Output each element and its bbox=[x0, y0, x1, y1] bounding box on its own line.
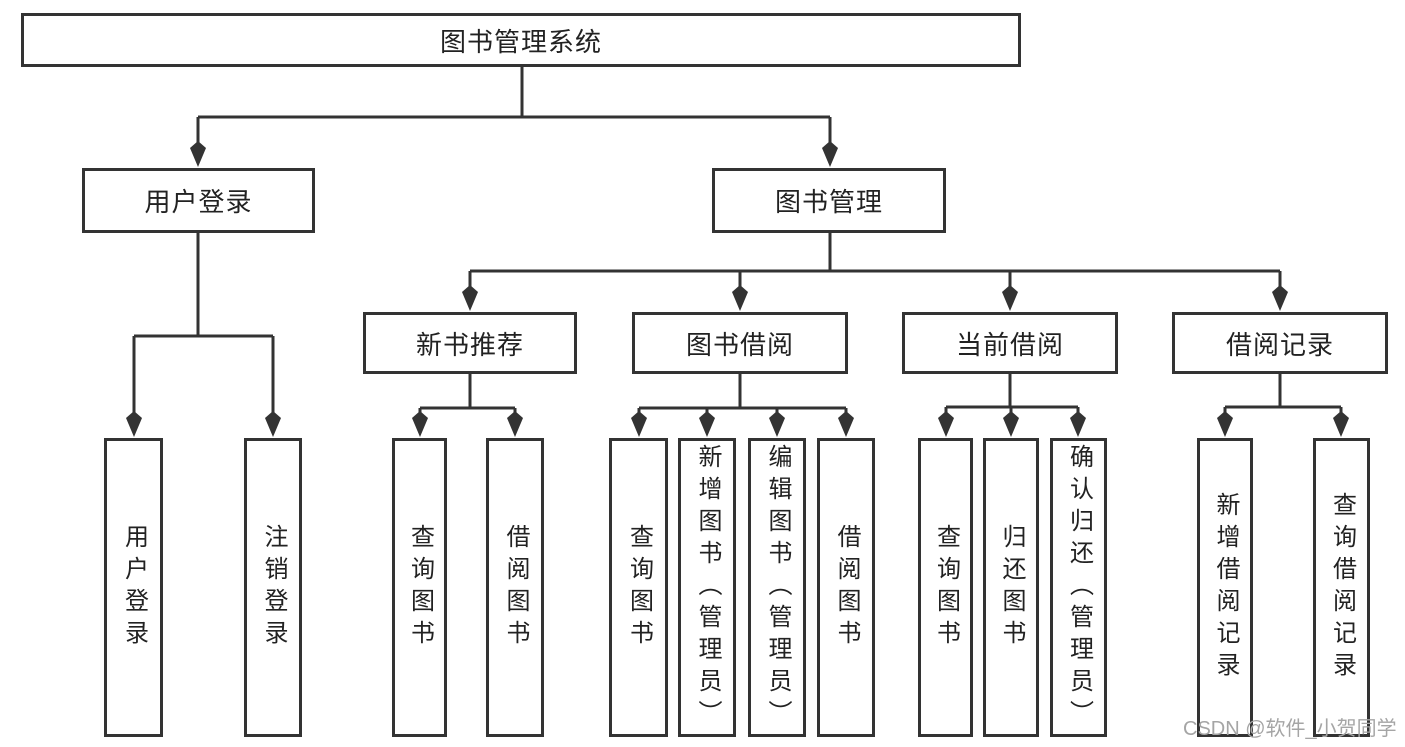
arrowhead bbox=[412, 411, 428, 437]
node-user-login-group: 用户登录 bbox=[82, 168, 315, 233]
arrowhead bbox=[1217, 411, 1233, 437]
node-add-books-admin: 新增图书（管理员） bbox=[678, 438, 736, 737]
node-book-management: 图书管理 bbox=[712, 168, 946, 233]
connector-user-login-group bbox=[132, 233, 275, 419]
arrowhead bbox=[1003, 411, 1019, 437]
node-new-book-recommendation: 新书推荐 bbox=[363, 312, 577, 374]
node-label: 新增借阅记录 bbox=[1212, 491, 1239, 684]
node-query-books-recommend: 查询图书 bbox=[392, 438, 447, 737]
arrowhead bbox=[699, 411, 715, 437]
node-return-books: 归还图书 bbox=[983, 438, 1039, 737]
node-label: 用户登录 bbox=[120, 523, 148, 652]
node-borrowing-records: 借阅记录 bbox=[1172, 312, 1388, 374]
node-query-books-current: 查询图书 bbox=[918, 438, 973, 737]
arrowhead bbox=[631, 411, 647, 437]
arrowhead bbox=[126, 411, 142, 437]
node-borrow-books-recommend: 借阅图书 bbox=[486, 438, 544, 737]
connector-root bbox=[196, 67, 832, 149]
node-book-borrowing: 图书借阅 bbox=[632, 312, 848, 374]
arrowhead bbox=[190, 141, 206, 167]
arrowhead bbox=[1002, 285, 1018, 311]
node-label: 新增图书（管理员） bbox=[694, 443, 721, 732]
connector-borrowing-records-group bbox=[1223, 374, 1343, 419]
arrowhead bbox=[1333, 411, 1349, 437]
arrowhead bbox=[462, 285, 478, 311]
arrowhead bbox=[822, 141, 838, 167]
arrowhead bbox=[769, 411, 785, 437]
arrowhead bbox=[1272, 285, 1288, 311]
node-label: 归还图书 bbox=[998, 523, 1025, 652]
node-logout-login: 注销登录 bbox=[244, 438, 302, 737]
node-label: 查询图书 bbox=[625, 523, 653, 652]
arrowhead bbox=[1070, 411, 1086, 437]
node-label: 确认归还（管理员） bbox=[1065, 443, 1093, 732]
node-borrow-books-borrowing: 借阅图书 bbox=[817, 438, 875, 737]
node-label: 查询图书 bbox=[932, 523, 960, 652]
arrowhead bbox=[732, 285, 748, 311]
node-current-borrowing: 当前借阅 bbox=[902, 312, 1118, 374]
node-edit-books-admin: 编辑图书（管理员） bbox=[748, 438, 806, 737]
arrowhead bbox=[938, 411, 954, 437]
arrowhead bbox=[265, 411, 281, 437]
node-label: 注销登录 bbox=[260, 523, 287, 652]
node-label: 借阅图书 bbox=[833, 523, 860, 652]
node-label: 编辑图书（管理员） bbox=[764, 443, 791, 732]
node-label: 查询图书 bbox=[406, 523, 434, 652]
node-label: 查询借阅记录 bbox=[1328, 491, 1356, 684]
arrowhead bbox=[838, 411, 854, 437]
connector-book-borrowing-group bbox=[637, 374, 848, 419]
node-confirm-return-admin: 确认归还（管理员） bbox=[1050, 438, 1107, 737]
node-user-login: 用户登录 bbox=[104, 438, 163, 737]
node-query-books-borrowing: 查询图书 bbox=[609, 438, 668, 737]
connector-book-management-group bbox=[468, 233, 1282, 293]
connector-new-book-group bbox=[418, 374, 517, 419]
node-library-management-system: 图书管理系统 bbox=[21, 13, 1021, 67]
node-add-borrowing-record: 新增借阅记录 bbox=[1197, 438, 1253, 737]
node-label: 借阅图书 bbox=[502, 523, 529, 652]
watermark-text: CSDN @软件_小贺同学 bbox=[1183, 718, 1397, 740]
node-query-borrowing-record: 查询借阅记录 bbox=[1313, 438, 1370, 737]
arrowhead bbox=[507, 411, 523, 437]
